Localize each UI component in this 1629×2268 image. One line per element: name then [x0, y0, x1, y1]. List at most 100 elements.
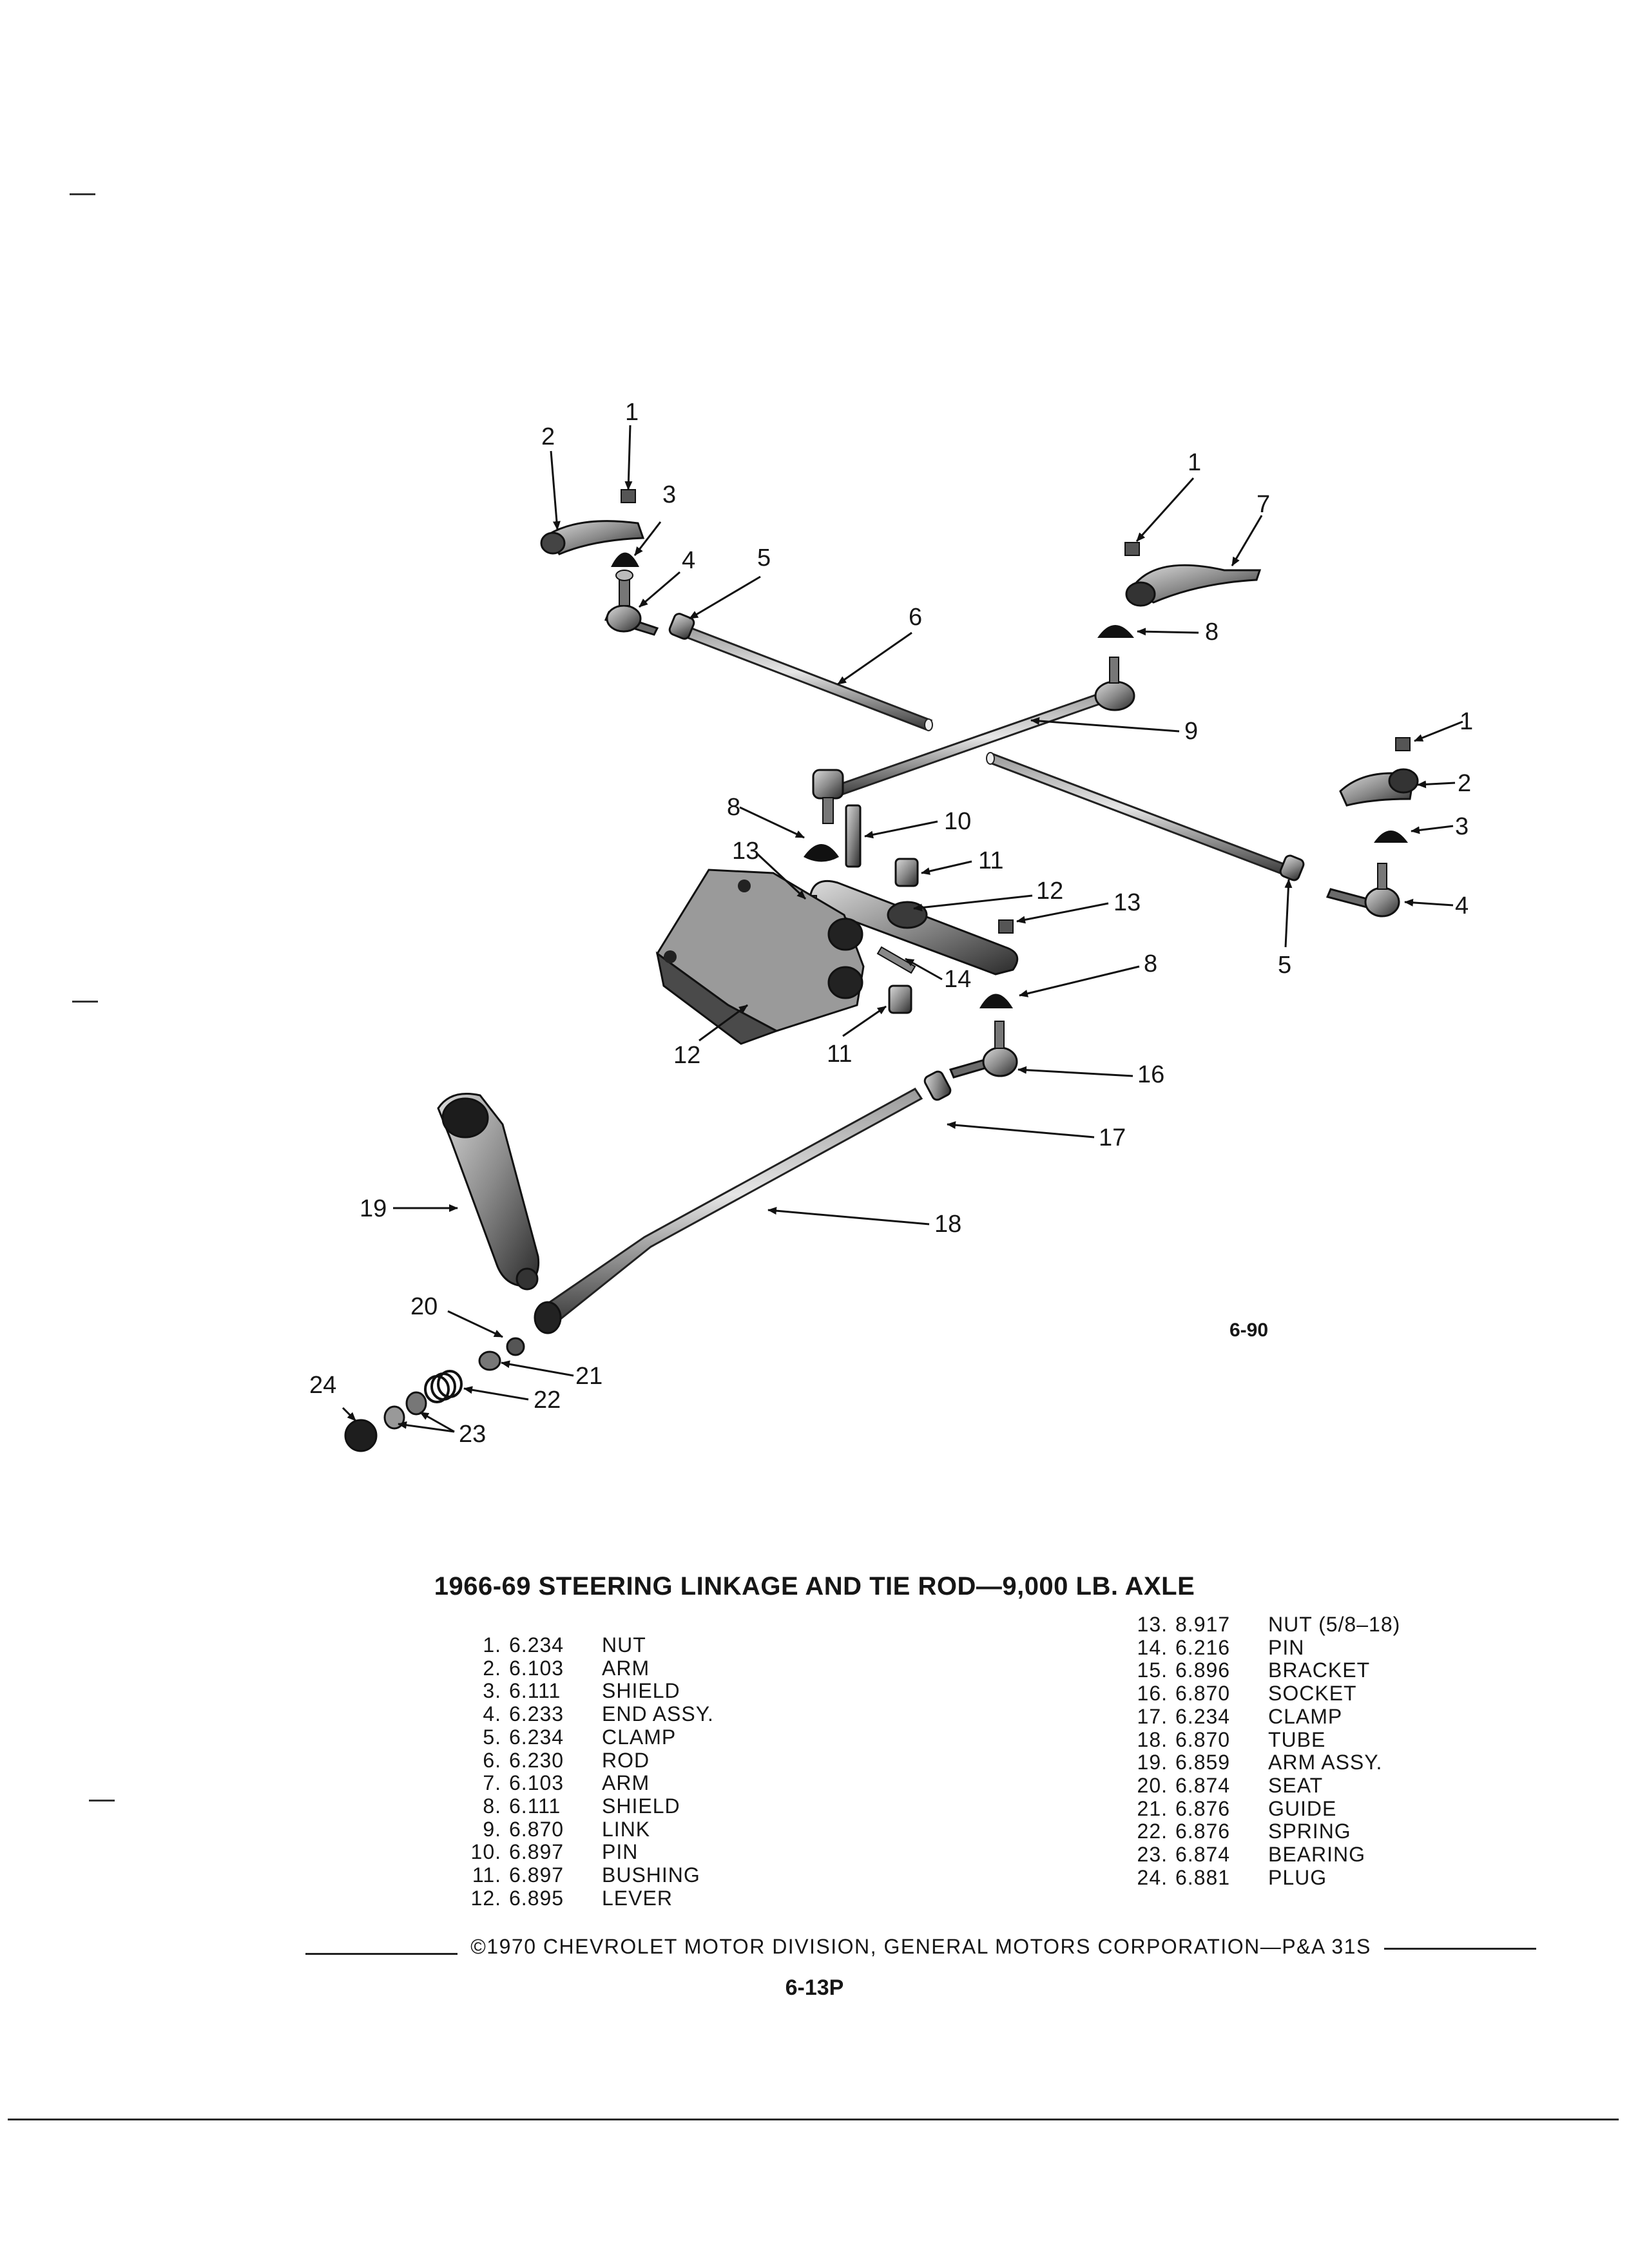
part-group-code: 6.111: [509, 1679, 561, 1703]
part-name: ARM: [602, 1771, 650, 1795]
callout-12-upper: 12: [1036, 878, 1063, 905]
callout-3-upper-left: 3: [662, 481, 676, 508]
part-group-code: 6.233: [509, 1702, 564, 1726]
callout-6: 6: [909, 604, 922, 631]
part-name: CLAMP: [1268, 1704, 1343, 1728]
part-name: SOCKET: [1268, 1682, 1357, 1706]
part-group-code: 6.897: [509, 1840, 564, 1864]
part-group-code: 6.234: [509, 1633, 564, 1657]
bushing-lower: [888, 985, 912, 1014]
figure-number: 6-90: [1229, 1320, 1269, 1341]
part-name: END ASSY.: [602, 1702, 714, 1726]
copyright-rule-right: [1384, 1948, 1536, 1950]
part-number: 16.: [1137, 1682, 1168, 1706]
callout-2-upper-left: 2: [541, 423, 555, 450]
seat: [506, 1337, 525, 1356]
part-number: 7.: [483, 1771, 501, 1795]
nut-right: [1395, 737, 1411, 751]
part-name: CLAMP: [602, 1725, 677, 1749]
part-number: 22.: [1137, 1820, 1168, 1843]
part-group-code: 6.103: [509, 1656, 564, 1680]
callout-7: 7: [1257, 491, 1270, 518]
margin-mark-top: [70, 193, 95, 195]
parts-list-row: 4. 6.233 END ASSY.: [443, 1702, 714, 1726]
callout-12-lower: 12: [673, 1042, 700, 1069]
part-number: 23.: [1137, 1843, 1168, 1867]
part-number: 15.: [1137, 1658, 1168, 1682]
part-name: SHIELD: [602, 1794, 680, 1818]
part-name: ROD: [602, 1748, 650, 1772]
part-name: SHIELD: [602, 1679, 680, 1703]
part-group-code: 6.103: [509, 1771, 564, 1795]
callout-1-upper-right: 1: [1188, 449, 1201, 476]
callout-9: 9: [1184, 718, 1198, 745]
part-number: 14.: [1137, 1635, 1168, 1659]
part-name: BUSHING: [602, 1863, 700, 1887]
part-number: 4.: [483, 1702, 501, 1726]
callout-8-upper-right: 8: [1205, 619, 1219, 646]
callout-24: 24: [309, 1372, 336, 1399]
steering-arm-right-lower: [1339, 768, 1419, 807]
part-number: 17.: [1137, 1704, 1168, 1728]
callout-21: 21: [575, 1363, 602, 1390]
part-number: 3.: [483, 1679, 501, 1703]
part-group-code: 8.917: [1175, 1613, 1231, 1636]
tie-rod-left: [676, 624, 933, 731]
part-name: BEARING: [1268, 1843, 1366, 1867]
part-group-code: 6.859: [1175, 1751, 1231, 1774]
margin-mark-middle: [72, 1001, 98, 1003]
steering-arm-right: [1125, 564, 1262, 607]
callout-4-upper-left: 4: [682, 547, 695, 574]
guide: [478, 1350, 501, 1371]
part-name: PLUG: [1268, 1865, 1327, 1889]
tie-rod-right: [986, 752, 1305, 881]
callout-5-upper-left: 5: [757, 544, 771, 572]
nut-upper-right: [1124, 542, 1140, 556]
callout-2-right: 2: [1458, 770, 1471, 797]
part-group-code: 6.870: [509, 1817, 564, 1841]
part-name: SEAT: [1268, 1773, 1324, 1797]
copyright-rule-left: [305, 1953, 458, 1955]
callout-20: 20: [410, 1293, 438, 1320]
shield-center-top: [804, 844, 839, 862]
part-group-code: 6.895: [509, 1886, 564, 1910]
part-number: 11.: [472, 1863, 501, 1887]
part-group-code: 6.234: [509, 1725, 564, 1749]
margin-mark-bottom: [89, 1800, 115, 1802]
part-group-code: 6.111: [509, 1794, 561, 1818]
part-name: ARM: [602, 1656, 650, 1680]
part-name: NUT (5/8–18): [1268, 1613, 1401, 1636]
part-number: 21.: [1137, 1796, 1168, 1820]
part-group-code: 6.881: [1175, 1865, 1231, 1889]
bushing-upper: [894, 858, 919, 887]
parts-list-row: 17. 6.234 CLAMP: [1110, 1704, 1400, 1729]
callout-18: 18: [934, 1211, 961, 1238]
tie-rod-end-right: [1325, 863, 1400, 918]
plug: [344, 1419, 378, 1452]
callout-19: 19: [360, 1195, 387, 1222]
part-group-code: 6.870: [1175, 1727, 1231, 1751]
part-number: 6.: [483, 1748, 501, 1772]
nut-center-right: [998, 919, 1014, 934]
part-number: 12.: [470, 1886, 501, 1910]
callout-14: 14: [944, 966, 971, 993]
clamp-left: [668, 613, 695, 640]
part-group-code: 6.234: [1175, 1704, 1231, 1728]
